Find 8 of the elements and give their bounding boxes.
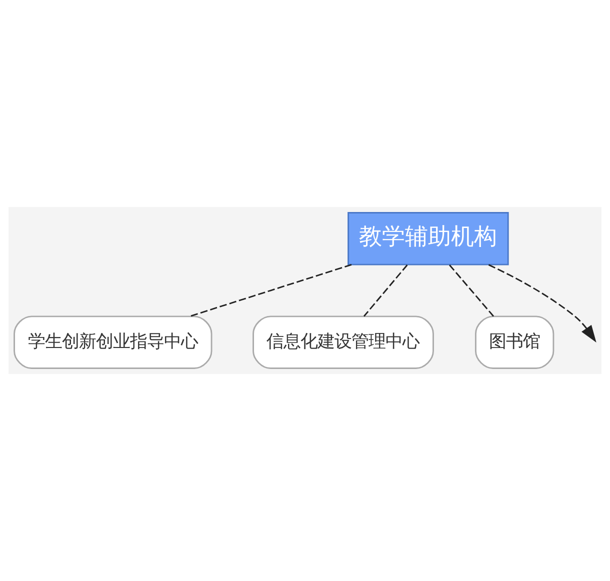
node-box: 图书馆 [474, 316, 554, 369]
connector [449, 264, 494, 317]
node-box: 教学辅助机构 [348, 212, 509, 266]
connector [363, 264, 408, 317]
arrow [488, 264, 596, 342]
connector [190, 264, 352, 317]
node-box: 信息化建设管理中心 [252, 316, 434, 369]
node-box: 学生创新创业指导中心 [14, 316, 212, 369]
